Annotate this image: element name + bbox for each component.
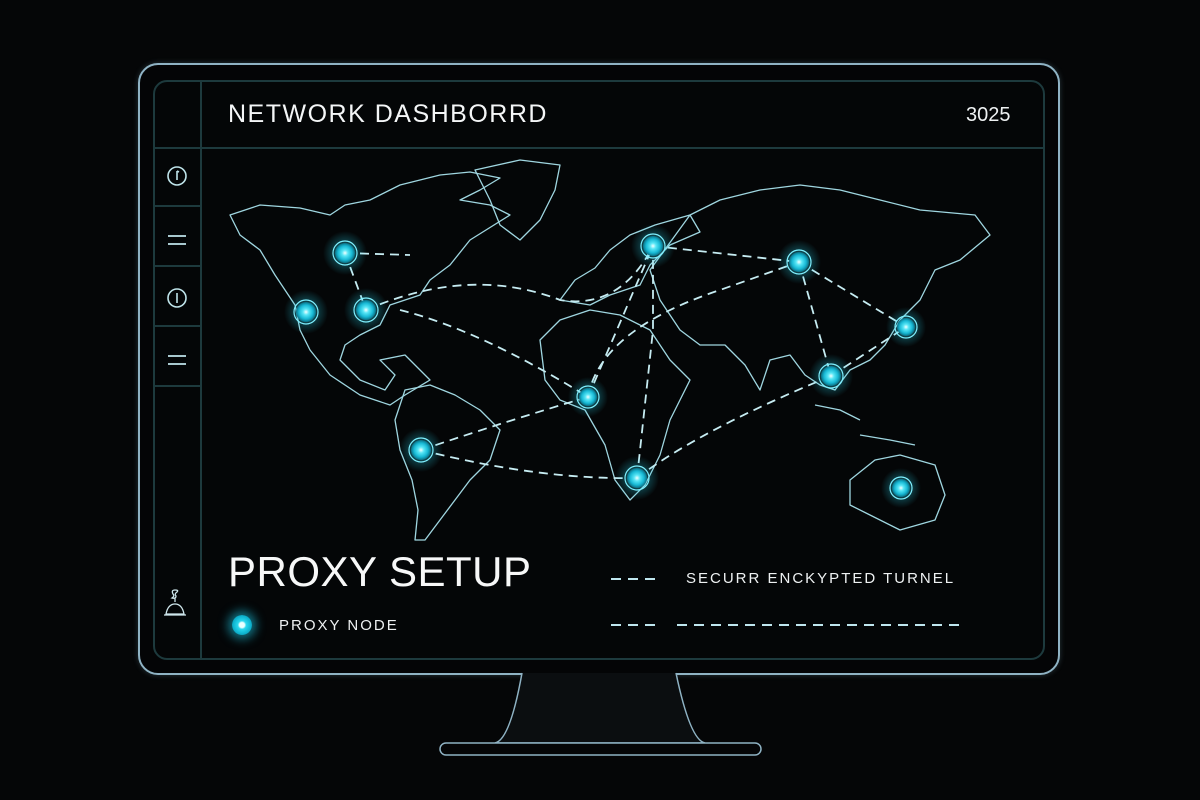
proxy-node — [886, 307, 926, 347]
power-icon[interactable] — [163, 162, 191, 190]
proxy-node — [881, 468, 921, 508]
continent-outlines — [229, 159, 991, 541]
proxy-setup-heading: PROXY SETUP — [228, 548, 532, 595]
proxy-node — [568, 377, 608, 417]
dashboard-panel — [153, 80, 1045, 660]
menu-icon[interactable] — [163, 346, 191, 374]
sidebar-separator — [155, 325, 200, 327]
legend-node-label: PROXY NODE — [279, 617, 399, 634]
proxy-node — [399, 428, 443, 472]
sidebar-divider — [200, 80, 202, 658]
tunnel-legend-line — [611, 624, 661, 626]
sidebar-separator — [155, 265, 200, 267]
proxy-nodes — [284, 224, 926, 508]
sidebar-separator — [155, 205, 200, 207]
sidebar-separator — [155, 385, 200, 387]
proxy-node — [344, 288, 388, 332]
proxy-node — [809, 354, 853, 398]
year-display: 3025 — [966, 104, 1011, 126]
world-map — [229, 159, 991, 541]
header-divider — [153, 147, 1043, 149]
proxy-node-icon — [232, 615, 252, 635]
tunnel-legend-line — [611, 578, 661, 580]
menu-icon[interactable] — [163, 226, 191, 254]
legend-tunnel-label: SECURR ENCKYPTED TURNEL — [686, 570, 956, 587]
proxy-node — [323, 231, 367, 275]
monitor-stand — [439, 672, 762, 756]
page-title: NETWORK DASHBORRD — [228, 100, 548, 128]
power-icon[interactable] — [163, 284, 191, 312]
proxy-node — [615, 456, 659, 500]
proxy-node — [284, 290, 328, 334]
proxy-node — [777, 240, 821, 284]
bell-icon[interactable] — [162, 586, 188, 620]
tunnel-legend-line — [677, 624, 962, 626]
proxy-node — [631, 224, 675, 268]
